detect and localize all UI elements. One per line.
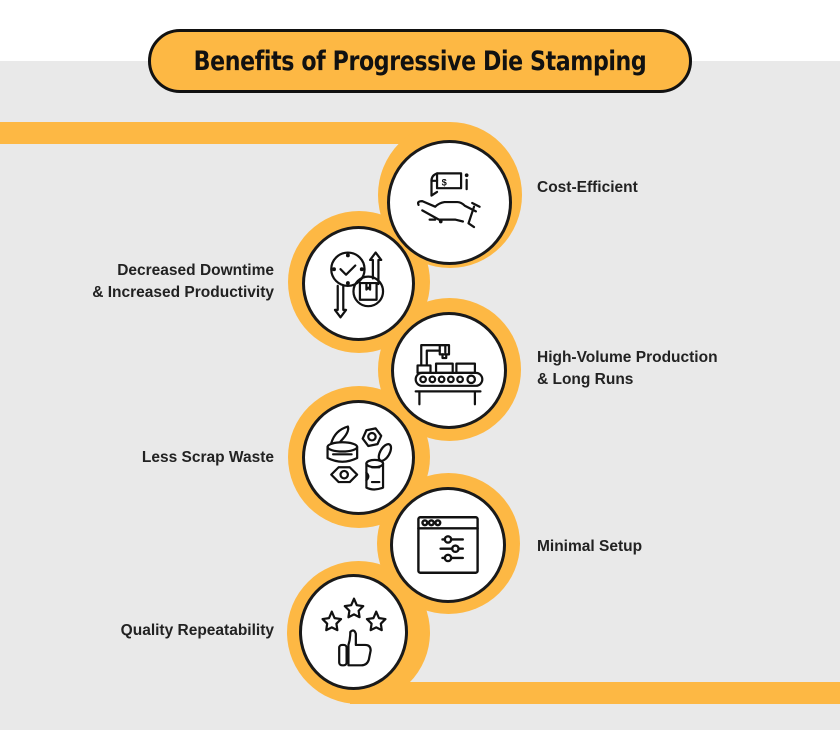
- page-title: Benefits of Progressive Die Stamping: [193, 45, 647, 77]
- label-line: Minimal Setup: [537, 538, 643, 555]
- benefit-circle-quality: [299, 574, 408, 690]
- benefit-circle-scrap: [302, 400, 415, 515]
- hand-money-icon: $: [416, 171, 481, 228]
- stars-thumbs-up-icon: [320, 597, 387, 667]
- label-line: Less Scrap Waste: [141, 449, 274, 466]
- label-line: High-Volume Production: [537, 349, 718, 366]
- top-connector-bar: [0, 122, 450, 144]
- benefit-label-high-volume: High-Volume Production & Long Runs: [537, 347, 718, 391]
- benefit-label-downtime: Decreased Downtime & Increased Productiv…: [92, 260, 274, 304]
- benefit-label-minimal-setup: Minimal Setup: [537, 536, 642, 558]
- label-line: & Increased Productivity: [92, 284, 274, 301]
- benefit-circle-high-volume: [391, 312, 507, 429]
- settings-window-sliders-icon: [417, 516, 479, 574]
- benefit-label-cost-efficient: Cost-Efficient: [537, 177, 638, 199]
- label-line: Quality Repeatability: [120, 622, 274, 639]
- benefit-circle-minimal-setup: [390, 487, 506, 603]
- benefit-circle-downtime: [302, 226, 415, 341]
- scrap-cans-nuts-icon: [325, 424, 392, 491]
- benefit-label-scrap: Less Scrap Waste: [142, 447, 274, 469]
- svg-text:$: $: [441, 177, 447, 187]
- benefit-label-quality: Quality Repeatability: [121, 620, 274, 642]
- label-line: Cost-Efficient: [537, 179, 638, 196]
- clock-box-arrows-icon: [329, 250, 384, 318]
- title-banner: Benefits of Progressive Die Stamping: [148, 29, 692, 93]
- bottom-connector-bar: [350, 682, 840, 704]
- label-line: & Long Runs: [537, 371, 634, 388]
- label-line: Decreased Downtime: [117, 262, 274, 279]
- benefit-circle-cost-efficient: $: [387, 140, 512, 265]
- conveyor-robot-arm-icon: [414, 343, 484, 405]
